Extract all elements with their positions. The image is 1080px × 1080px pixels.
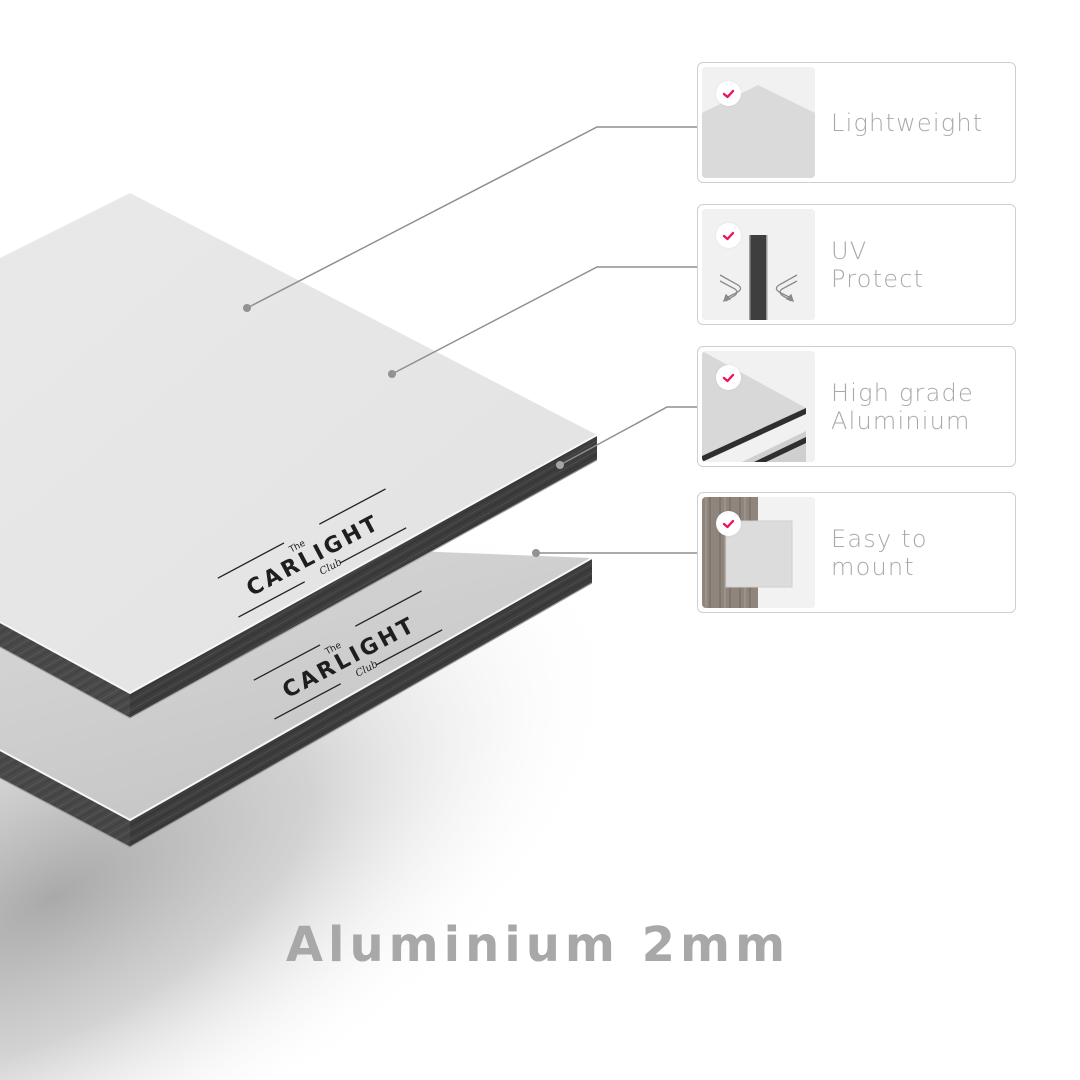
uv-protect-thumbnail [702, 209, 815, 320]
feature-label-uv-protect: UV Protect [831, 205, 924, 324]
aluminium-layers-thumbnail [702, 351, 815, 462]
leader-line-uv-protect [391, 266, 697, 375]
feature-label-line: UV [831, 236, 868, 265]
feature-label-line: Protect [831, 264, 925, 293]
feature-label-line: Lightweight [831, 108, 984, 137]
leader-dot-uv-protect [388, 370, 396, 378]
feature-label-mount: Easy to mount [831, 493, 928, 612]
feature-label-aluminium: High grade Aluminium [831, 347, 974, 466]
lightweight-thumbnail [702, 67, 815, 178]
check-icon [716, 223, 741, 248]
leader-dot-lightweight [243, 304, 251, 312]
feature-card-uv-protect: UV Protect [697, 204, 1016, 325]
leader-line-aluminium [559, 406, 697, 466]
top-panel [0, 193, 598, 719]
leader-lines [246, 126, 697, 554]
feature-label-lightweight: Lightweight [831, 63, 983, 182]
feature-label-line: mount [831, 552, 915, 581]
feature-label-line: Easy to [831, 524, 928, 553]
check-icon [716, 365, 741, 390]
feature-label-line: High grade [831, 378, 974, 407]
wall-mount-thumbnail [702, 497, 815, 608]
leader-dot-mount [532, 549, 540, 557]
check-icon [716, 511, 741, 536]
feature-card-mount: Easy to mount [697, 492, 1016, 613]
check-icon [716, 81, 741, 106]
product-title: Aluminium 2mm [285, 917, 791, 973]
feature-card-aluminium: High grade Aluminium [697, 346, 1016, 467]
feature-label-line: Aluminium [831, 406, 971, 435]
feature-card-lightweight: Lightweight [697, 62, 1016, 183]
floor-shadow [0, 496, 723, 1080]
uv-ray-right-icon [775, 274, 798, 303]
leader-dot-aluminium [556, 461, 564, 469]
leader-line-lightweight [246, 126, 697, 309]
leader-dots [243, 304, 564, 557]
uv-ray-left-icon [719, 274, 742, 303]
